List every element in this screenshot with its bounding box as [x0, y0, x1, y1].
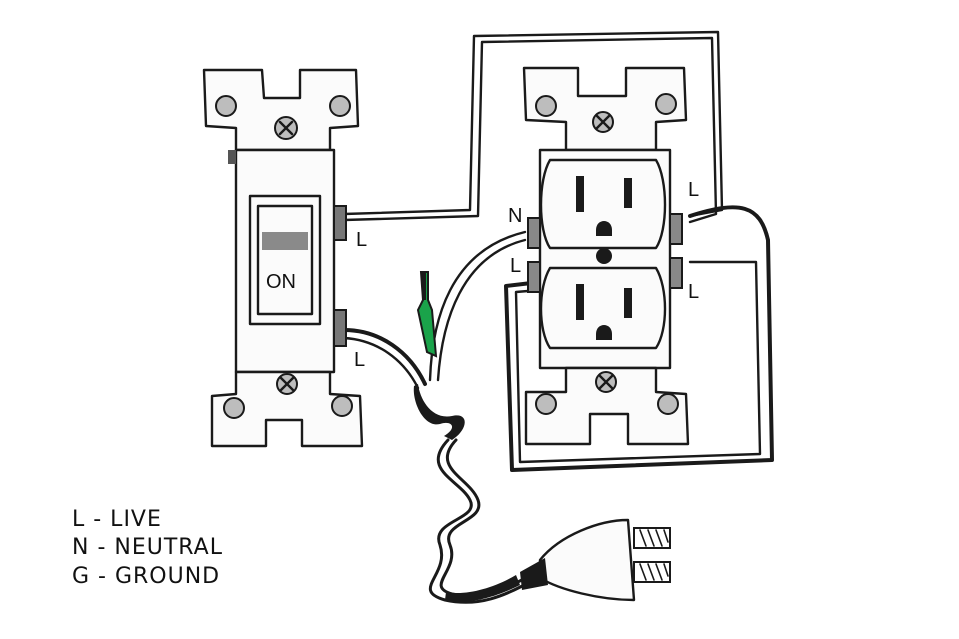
legend-ground: G - GROUND	[72, 564, 220, 589]
legend: L - LIVE N - NEUTRAL G - GROUND	[72, 507, 223, 589]
outlet-return-wire	[504, 205, 774, 472]
mount-screw-icon	[223, 397, 245, 419]
neutral-slot-icon	[624, 288, 632, 318]
outlet-right-bottom-label: L	[688, 281, 699, 303]
outlet-left-live-label: L	[510, 255, 521, 277]
cord-jacket	[413, 384, 465, 440]
mount-screw-icon	[331, 395, 353, 417]
switch-top-terminal-label: L	[356, 229, 367, 251]
outlet-right-top-label: L	[688, 179, 699, 201]
light-switch: ON	[202, 68, 364, 448]
switch-top-terminal	[333, 205, 347, 241]
ground-hole-icon	[596, 221, 612, 236]
ground-hole-icon	[596, 325, 612, 340]
wires	[342, 30, 774, 604]
outlet-right-bottom-terminal	[669, 257, 683, 289]
switch-on-label: ON	[266, 271, 296, 293]
mount-screw-icon	[655, 93, 677, 115]
switch-bottom-terminal-label: L	[354, 349, 365, 371]
outlet-right-top-terminal	[669, 213, 683, 245]
switch-toggle[interactable]	[256, 204, 314, 316]
plug	[520, 518, 671, 602]
duplex-outlet	[522, 66, 690, 446]
mount-screw-icon	[657, 393, 679, 415]
mount-screw-icon	[215, 95, 237, 117]
hot-slot-icon	[576, 284, 584, 320]
legend-live: L - LIVE	[72, 507, 162, 532]
ground-wire	[416, 271, 438, 358]
outlet-top-receptacle	[539, 158, 667, 250]
cord	[429, 438, 547, 604]
switch-top-ear	[202, 68, 360, 152]
outlet-left-live-terminal	[527, 261, 541, 293]
outlet-top-ear	[522, 66, 688, 152]
switch-bottom-terminal	[333, 309, 347, 347]
outlet-neutral-label: N	[508, 205, 522, 227]
outlet-neutral-terminal	[527, 217, 541, 249]
neutral-slot-icon	[624, 178, 632, 208]
neutral-wire	[428, 230, 527, 382]
outlet-bottom-receptacle	[539, 266, 667, 350]
switch-bottom-ear	[210, 370, 364, 448]
switch-bottom-wire	[342, 328, 427, 386]
legend-neutral: N - NEUTRAL	[72, 535, 223, 560]
plug-body	[538, 518, 636, 602]
hot-slot-icon	[576, 176, 584, 212]
mount-screw-icon	[535, 393, 557, 415]
center-rivet-icon	[596, 248, 612, 264]
mount-screw-icon	[535, 95, 557, 117]
mount-screw-icon	[329, 95, 351, 117]
outlet-bottom-ear	[524, 366, 690, 446]
